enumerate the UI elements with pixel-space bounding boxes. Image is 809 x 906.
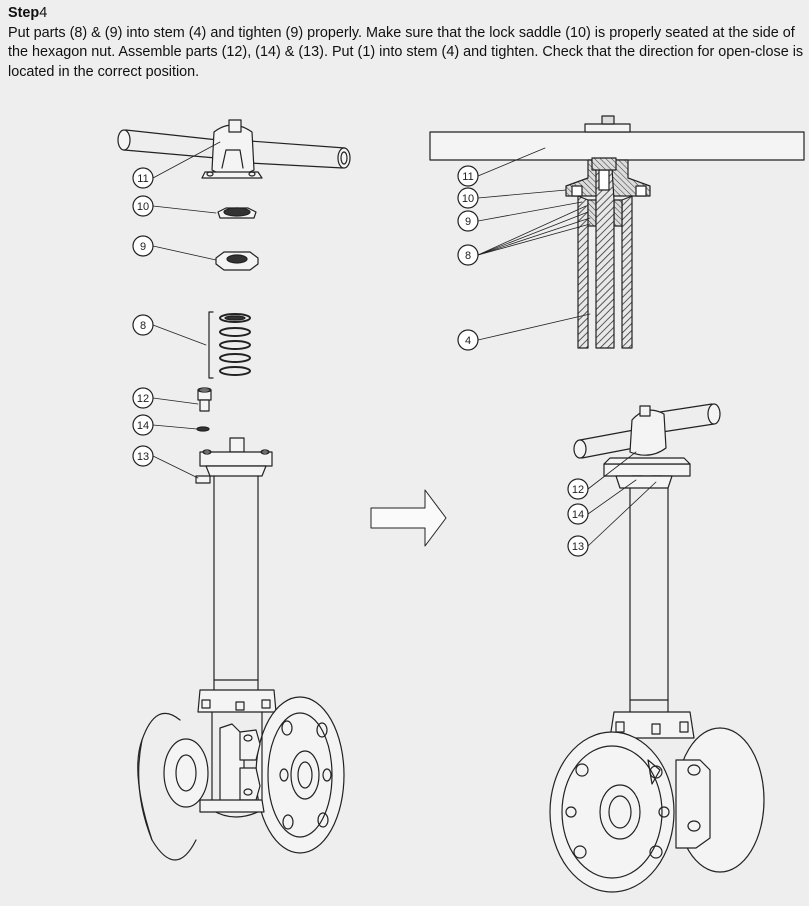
step-instructions: Put parts (8) & (9) into stem (4) and ti… <box>8 24 804 80</box>
callout-9: 9 <box>132 235 154 257</box>
callout-14-assembled: 14 <box>567 503 589 525</box>
svg-text:13: 13 <box>137 451 149 463</box>
svg-text:11: 11 <box>137 173 148 185</box>
exploded-leader-lines <box>152 141 221 479</box>
section-leader-lines <box>477 147 591 341</box>
svg-text:9: 9 <box>465 216 471 228</box>
callout-12: 12 <box>132 387 154 409</box>
step-heading: Step4 <box>8 4 804 24</box>
svg-text:14: 14 <box>572 509 584 521</box>
handle-part-11 <box>117 119 351 179</box>
svg-text:10: 10 <box>462 193 474 205</box>
svg-text:8: 8 <box>140 320 146 332</box>
assembled-callouts: 12 14 13 <box>567 478 589 557</box>
callout-4-section: 4 <box>457 329 479 351</box>
assembled-view: 12 14 13 <box>549 403 765 893</box>
callout-9-section: 9 <box>457 210 479 232</box>
svg-text:14: 14 <box>137 420 149 432</box>
svg-text:13: 13 <box>572 541 584 553</box>
svg-text:10: 10 <box>137 201 149 213</box>
callout-13-assembled: 13 <box>567 535 589 557</box>
section-view: 11 10 9 8 4 <box>429 115 805 351</box>
lock-saddle-part-10 <box>217 207 257 219</box>
exploded-view: 11 10 9 8 12 14 13 <box>117 119 351 861</box>
valve-body-left <box>137 689 345 861</box>
exploded-callouts: 11 10 9 8 12 14 13 <box>132 167 154 467</box>
step-number: 4 <box>39 5 48 21</box>
callout-10: 10 <box>132 195 154 217</box>
svg-text:8: 8 <box>465 250 471 262</box>
instruction-header: Step4 Put parts (8) & (9) into stem (4) … <box>8 4 804 82</box>
svg-text:12: 12 <box>137 393 149 405</box>
assembled-leader-lines <box>587 451 657 547</box>
callout-13: 13 <box>132 445 154 467</box>
hex-nut-part-9 <box>215 251 259 271</box>
washer-part-14 <box>196 426 210 432</box>
svg-text:9: 9 <box>140 241 146 253</box>
svg-text:4: 4 <box>465 335 471 347</box>
callout-14: 14 <box>132 414 154 436</box>
callout-11: 11 <box>132 167 154 189</box>
right-arrow-icon <box>370 489 447 547</box>
bolt-part-12 <box>197 387 212 412</box>
section-callouts: 11 10 9 8 4 <box>457 165 479 351</box>
callout-11-section: 11 <box>457 165 479 187</box>
callout-12-assembled: 12 <box>567 478 589 500</box>
callout-8: 8 <box>132 314 154 336</box>
svg-text:12: 12 <box>572 484 584 496</box>
callout-8-section: 8 <box>457 244 479 266</box>
extension-bonnet-left <box>199 437 273 691</box>
svg-text:11: 11 <box>462 171 473 183</box>
step-label: Step <box>8 5 40 21</box>
packing-rings-part-8 <box>208 311 251 379</box>
nut-part-13 <box>195 475 211 484</box>
callout-10-section: 10 <box>457 187 479 209</box>
